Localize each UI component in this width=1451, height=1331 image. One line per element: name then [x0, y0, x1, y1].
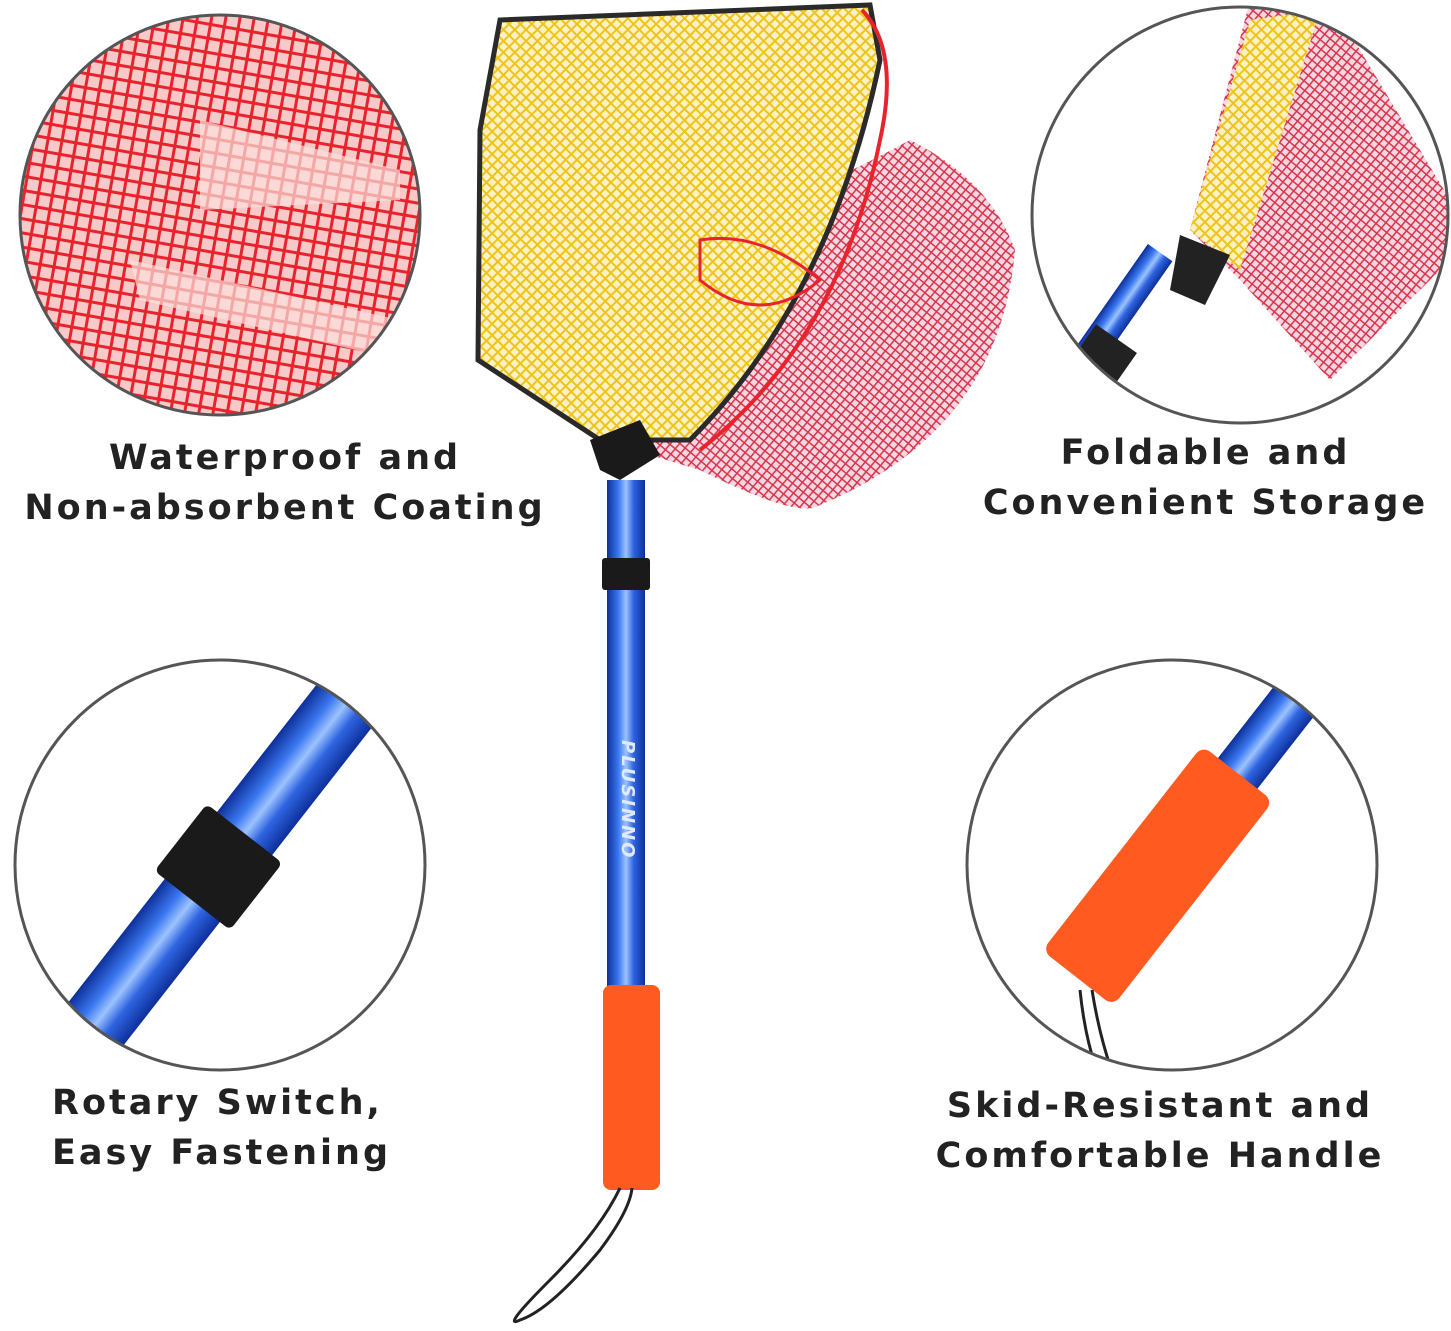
grip [603, 985, 660, 1190]
detail-handle [967, 660, 1377, 1070]
caption-line: Convenient Storage [982, 483, 1429, 523]
detail-mesh-closeup [20, 15, 420, 415]
detail-circle-border [18, 13, 422, 417]
caption-line: Foldable and [1060, 433, 1351, 473]
caption-line: Comfortable Handle [935, 1136, 1385, 1176]
caption-line: Waterproof and [108, 438, 462, 478]
wrist-strap [512, 1187, 634, 1323]
net-joint [590, 420, 660, 480]
feature-caption-storage: Foldable and Convenient Storage [960, 428, 1451, 528]
rotary-lock [602, 558, 650, 590]
net-frame-mesh [478, 5, 880, 440]
caption-line: Skid-Resistant and [946, 1086, 1374, 1126]
caption-line: Non-absorbent Coating [24, 488, 546, 528]
landing-net: PLUSINNO [475, 2, 1015, 1323]
brand-logo: PLUSINNO [617, 740, 638, 859]
detail-fold-joint [1032, 7, 1448, 423]
caption-line: Rotary Switch, [52, 1083, 383, 1123]
feature-caption-rotary: Rotary Switch, Easy Fastening [52, 1078, 391, 1178]
feature-caption-handle: Skid-Resistant and Comfortable Handle [890, 1081, 1430, 1181]
caption-line: Easy Fastening [52, 1133, 392, 1173]
feature-caption-coating: Waterproof and Non-absorbent Coating [0, 433, 570, 533]
detail-rotary-switch [15, 660, 425, 1070]
